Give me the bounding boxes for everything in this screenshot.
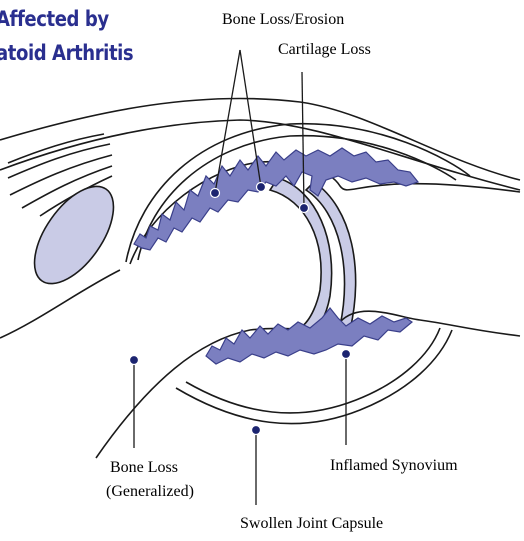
marker-erosion-b — [257, 183, 266, 192]
title-line-2: atoid Arthritis — [0, 43, 133, 64]
label-cartilage-loss: Cartilage Loss — [278, 40, 371, 60]
marker-generalized — [130, 356, 139, 365]
synovium-upper — [134, 148, 418, 250]
synovium-lower — [206, 308, 412, 364]
label-swollen-joint-capsule: Swollen Joint Capsule — [240, 514, 383, 534]
label-bone-loss-generalized-1: Bone Loss — [110, 458, 178, 478]
title-line-1: Affected by — [0, 9, 109, 30]
label-inflamed-synovium: Inflamed Synovium — [330, 456, 458, 476]
leader-cartilage — [302, 72, 304, 208]
label-bone-loss-generalized-2: (Generalized) — [106, 482, 194, 502]
marker-erosion-a — [211, 189, 220, 198]
marker-capsule — [252, 426, 261, 435]
label-bone-loss-erosion: Bone Loss/Erosion — [222, 10, 344, 30]
fat-pad — [19, 173, 129, 297]
leader-lines — [134, 50, 346, 505]
marker-cartilage — [300, 204, 309, 213]
marker-synovium — [342, 350, 351, 359]
